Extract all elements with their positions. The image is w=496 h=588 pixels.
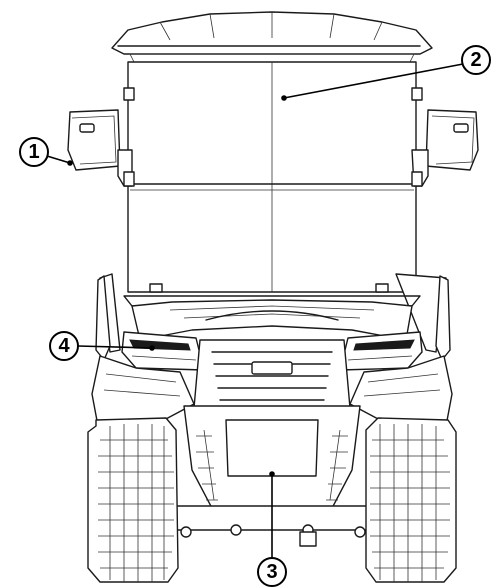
right-tire [365,417,457,583]
windshield [123,61,423,293]
callout-1: 1 [19,137,73,167]
left-mirror [67,109,135,187]
hood [131,299,413,341]
callout-3-label: 3 [266,561,277,583]
left-fender [91,355,195,427]
left-tire [87,417,179,583]
callout-1-label: 1 [28,141,39,163]
callout-4-label: 4 [58,335,70,357]
grille [193,339,351,409]
left-headlight [121,331,205,371]
callout-4: 4 [49,331,155,361]
callout-3: 3 [257,471,287,587]
callout-2-label: 2 [470,49,481,71]
callout-2: 2 [281,45,491,101]
right-mirror [411,109,479,187]
right-headlight [339,331,423,371]
roof [111,11,433,63]
front-bumper [183,405,361,513]
